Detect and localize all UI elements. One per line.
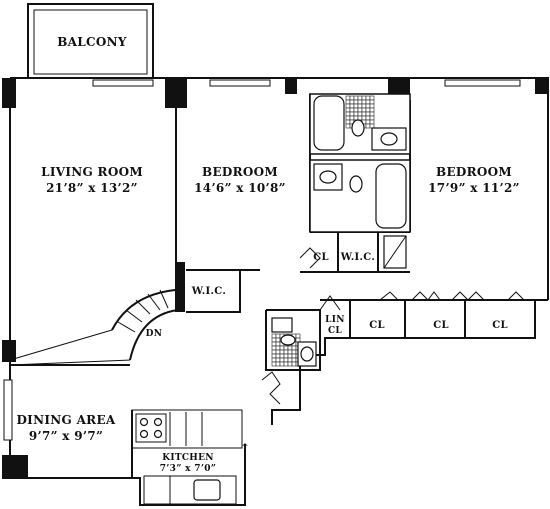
windows [3,79,521,441]
dining-area-dims: 9’7” x 9’7” [29,429,103,443]
closet-hall-label: CL [313,252,329,263]
living-room-dims: 21’8” x 13’2” [46,181,138,195]
bedroom-1-label: BEDROOM [202,165,278,179]
linen-closet-label-2: CL [328,326,342,336]
linen-closet-label-1: LIN [325,315,345,325]
living-room-label: LIVING ROOM [41,165,143,179]
bedroom-2-label: BEDROOM [436,165,512,179]
bedroom-2-dims: 17’9” x 11’2” [428,181,520,195]
kitchen [131,409,243,505]
kitchen-dims: 7’3” x 7’0” [160,464,217,474]
stove-icon [135,413,167,443]
closet-doors [261,247,525,405]
closet-b-label: CL [433,320,449,331]
balcony-label: BALCONY [57,35,127,49]
stair [9,289,179,366]
entry-arrow-icon: ↑ [240,441,250,455]
wic-left-label: W.I.C. [191,286,226,297]
wic-right-label: W.I.C. [340,252,375,263]
dining-area-label: DINING AREA [16,413,115,427]
kitchen-label: KITCHEN [162,453,214,463]
powder-bath [271,317,317,367]
sink-icon [193,479,221,501]
stair-down-label: DN [146,329,163,339]
bathroom-middle [309,159,411,233]
closet-a-label: CL [369,320,385,331]
closet-c-label: CL [492,320,508,331]
bedroom-1-dims: 14’6” x 10’8” [194,181,286,195]
